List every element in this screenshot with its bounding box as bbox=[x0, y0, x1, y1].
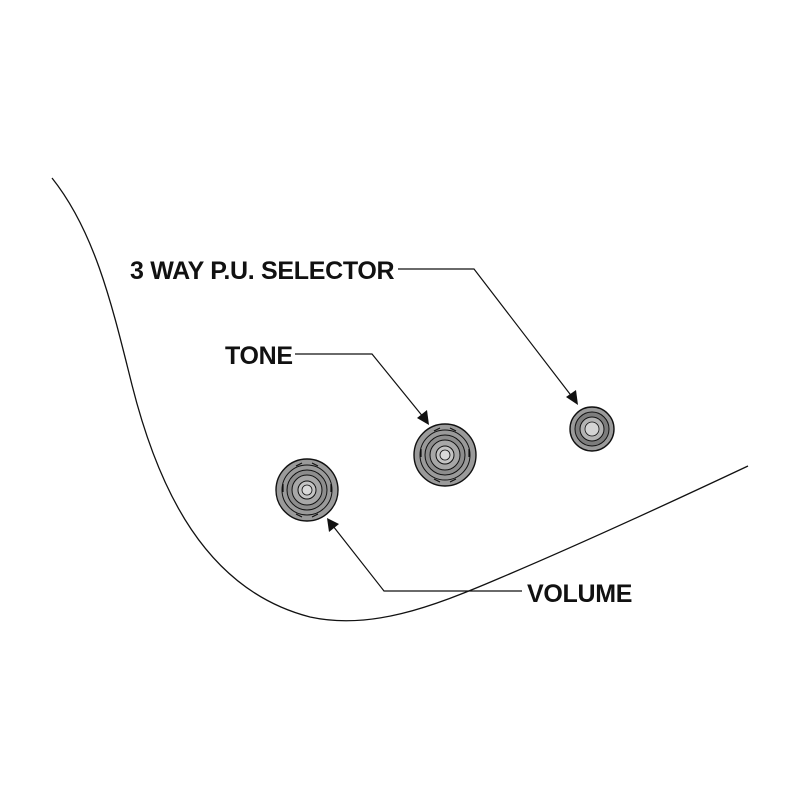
leader-tone bbox=[295, 353, 429, 425]
selector-switch[interactable] bbox=[569, 406, 615, 452]
tone-knob[interactable] bbox=[413, 423, 477, 487]
leader-volume bbox=[327, 518, 522, 592]
guitar-body-outline bbox=[51, 177, 749, 622]
leader-selector bbox=[398, 268, 578, 405]
volume-knob[interactable] bbox=[275, 458, 339, 522]
volume-label: VOLUME bbox=[527, 580, 632, 608]
tone-label: TONE bbox=[225, 342, 293, 370]
selector-label: 3 WAY P.U. SELECTOR bbox=[130, 257, 395, 285]
